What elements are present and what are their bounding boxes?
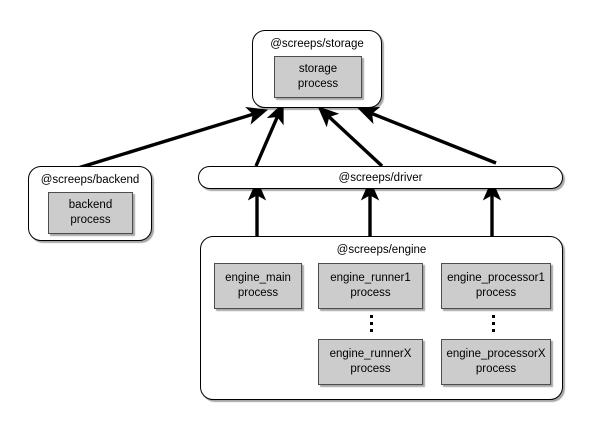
process-storage-line2: process [297,78,339,90]
process-engine-processor1-line1: engine_processor1 [447,272,545,284]
package-backend-label: @screeps/backend [40,174,140,186]
process-backend-line1: backend [68,199,113,211]
process-engine-processorx-line1: engine_processorX [446,348,546,360]
process-engine-runnerx: engine_runnerX process [318,339,423,385]
arrow-driver-to-storage-right [357,106,497,165]
package-backend: @screeps/backend backend process [28,166,152,241]
process-engine-processorx-line2: process [475,363,517,375]
process-engine-main: engine_main process [214,263,302,309]
process-backend-line2: process [70,214,111,226]
process-engine-processorx: engine_processorX process [441,339,551,385]
process-engine-runner1-line1: engine_runner1 [330,272,411,284]
package-driver: @screeps/driver [198,166,563,189]
process-engine-processor1-line2: process [475,287,517,299]
process-storage-line1: storage [298,63,338,75]
process-engine-main-line1: engine_main [225,272,291,284]
process-engine-runnerx-line2: process [350,363,391,375]
arrow-driver-to-storage-left [254,102,284,167]
package-storage: @screeps/storage storage process [252,30,382,108]
package-engine: @screeps/engine engine_main process engi… [200,236,563,400]
process-engine-runner1: engine_runner1 process [318,263,423,309]
process-backend: backend process [48,192,133,234]
process-engine-processor1: engine_processor1 process [441,263,551,309]
package-storage-label: @screeps/storage [270,38,364,50]
process-engine-main-line2: process [237,287,279,299]
ellipsis-runner-icon [366,315,376,332]
package-engine-label: @screeps/engine [336,244,427,256]
arrow-driver-to-storage-middle [317,106,384,168]
package-driver-label: @screeps/driver [338,171,423,184]
ellipsis-processor-icon [488,315,498,332]
arrow-backend-to-storage [77,107,269,170]
process-engine-runner1-line2: process [350,287,391,299]
process-engine-runnerx-line1: engine_runnerX [329,348,412,360]
process-storage: storage process [274,56,362,98]
